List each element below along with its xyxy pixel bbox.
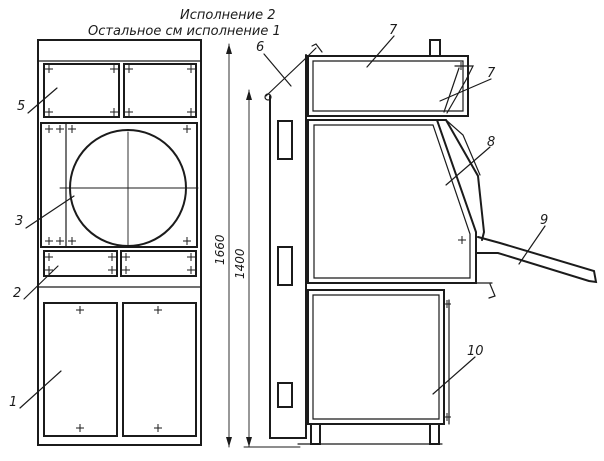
leader-7a <box>366 35 395 68</box>
callout-leaders <box>19 35 546 409</box>
callout-7b: 7 <box>487 66 496 81</box>
hinge-pin <box>264 93 272 101</box>
title-line-2: Остальное см исполнение 1 <box>88 24 281 39</box>
dimension-lines: 1660 1400 <box>213 43 301 448</box>
leader-9 <box>518 225 546 265</box>
upper-lid-angle <box>446 65 474 114</box>
callout-1: 1 <box>9 395 17 410</box>
lower-compartment-inner <box>312 294 440 420</box>
front-cabinet-outline <box>37 39 202 446</box>
side-slot-middle <box>277 246 293 286</box>
dim-arrow-bottom-overall <box>226 437 232 447</box>
callout-6: 6 <box>256 40 264 55</box>
lid-hinge-tab <box>311 43 323 53</box>
callout-10: 10 <box>467 344 484 359</box>
leader-7b <box>439 78 492 102</box>
top-panel-right <box>123 63 197 118</box>
leader-6 <box>263 53 292 87</box>
front-view <box>37 39 202 446</box>
callout-5: 5 <box>17 99 25 114</box>
leader-8 <box>445 146 491 186</box>
dim-arrow-top-body <box>246 90 252 100</box>
visor-curve <box>432 119 486 241</box>
side-slot-upper <box>277 120 293 160</box>
top-panel-left <box>43 63 120 118</box>
upper-compartment <box>307 55 469 117</box>
front-foot-left <box>310 423 321 445</box>
dim-arrow-top-overall <box>226 44 232 54</box>
dim-text-body: 1400 <box>233 248 247 279</box>
shelf-bracket <box>488 283 496 299</box>
top-bracket <box>429 39 441 57</box>
leader-1 <box>19 370 62 409</box>
lid-hinge-edge <box>265 47 317 97</box>
dim-text-overall: 1660 <box>213 234 227 265</box>
middle-compartment <box>307 119 477 284</box>
instrument-section <box>40 122 199 248</box>
leader-2 <box>23 265 59 300</box>
callout-9: 9 <box>540 213 548 228</box>
small-panel-left <box>43 250 118 277</box>
lower-doors <box>43 302 197 437</box>
leader-5 <box>27 87 58 114</box>
small-panel-right <box>120 250 197 277</box>
leader-10 <box>432 356 476 395</box>
upper-compartment-inner <box>312 60 464 112</box>
middle-compartment-inner <box>313 124 471 279</box>
lower-compartment <box>307 289 445 425</box>
side-slot-lower <box>277 382 293 408</box>
lower-door-right <box>122 302 197 437</box>
callout-numbers: 5 3 2 1 6 7 7 8 9 10 <box>9 23 548 410</box>
small-panels <box>43 250 197 277</box>
front-foot-right <box>429 423 440 445</box>
dim-arrow-bottom-body <box>246 437 252 447</box>
side-fastener-marks <box>443 62 466 421</box>
callout-7a: 7 <box>389 23 398 38</box>
visor-inner-edge <box>445 119 481 176</box>
callout-3: 3 <box>15 214 23 229</box>
title-line-1: Исполнение 2 <box>180 8 275 23</box>
side-view <box>264 39 598 445</box>
leader-3 <box>25 195 75 229</box>
upper-lid-strut <box>443 67 460 113</box>
instrument-frame <box>40 122 198 248</box>
fastener-marks <box>45 65 195 432</box>
shelf <box>475 236 598 284</box>
side-column-outline <box>269 54 307 439</box>
callout-8: 8 <box>487 135 495 150</box>
top-panels <box>43 63 197 118</box>
lower-door-left <box>43 302 118 437</box>
callout-2: 2 <box>13 286 21 301</box>
